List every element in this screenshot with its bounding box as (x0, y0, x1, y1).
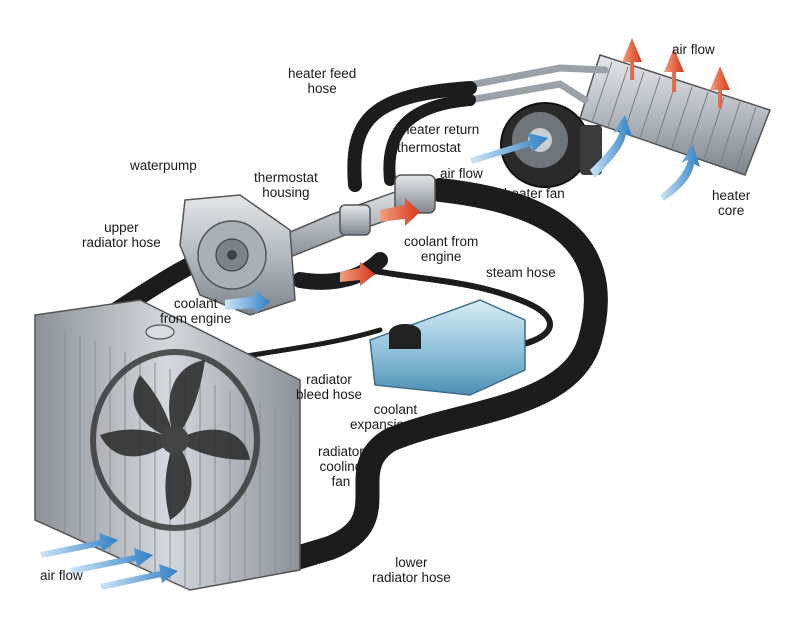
cool-air-arrows (40, 115, 700, 590)
heater-feed-hose-label: heater feed hose (288, 66, 357, 96)
air-flow-label-mid: air flow (440, 166, 483, 181)
heater-return-hose (383, 94, 476, 186)
coolant-from-engine-label-left: coolant from engine (160, 296, 232, 326)
lower-radiator-hose (278, 178, 608, 572)
expansion-tank-shape (369, 299, 526, 396)
heater-fan (500, 102, 602, 188)
waterpump-label: waterpump (130, 158, 197, 173)
radiator-fan (90, 349, 260, 531)
coolant-expansion-tank-label: coolant expansion tank (350, 402, 441, 432)
lower-radiator-hose-label: lower radiator hose (372, 555, 451, 585)
heater-fan-label: heater fan (504, 186, 565, 201)
heater-feed-hose (347, 81, 477, 192)
thermostat-label: thermostat (397, 140, 461, 155)
thermostat-housing-label: thermostat housing (254, 170, 318, 200)
radiator-bleed-hose-label: radiator bleed hose (296, 372, 363, 402)
steam-hose-label: steam hose (486, 265, 556, 280)
thermostat-housing-pipe (258, 174, 436, 266)
upper-radiator-hose-label: upper radiator hose (82, 220, 161, 250)
heater-core-label: heater core (712, 188, 751, 218)
hot-coolant-arrows (340, 38, 730, 286)
water-pump (179, 194, 296, 316)
heater-pipes (466, 64, 609, 104)
air-flow-label-bottom: air flow (40, 568, 83, 583)
steam-hose (367, 267, 553, 348)
coolant-from-engine-label-right: coolant from engine (404, 234, 479, 264)
radiator-cooling-fan-label: radiator cooling fan (318, 444, 364, 489)
heater-return-label: heater return (402, 122, 480, 137)
air-flow-label-top: air flow (672, 42, 715, 57)
